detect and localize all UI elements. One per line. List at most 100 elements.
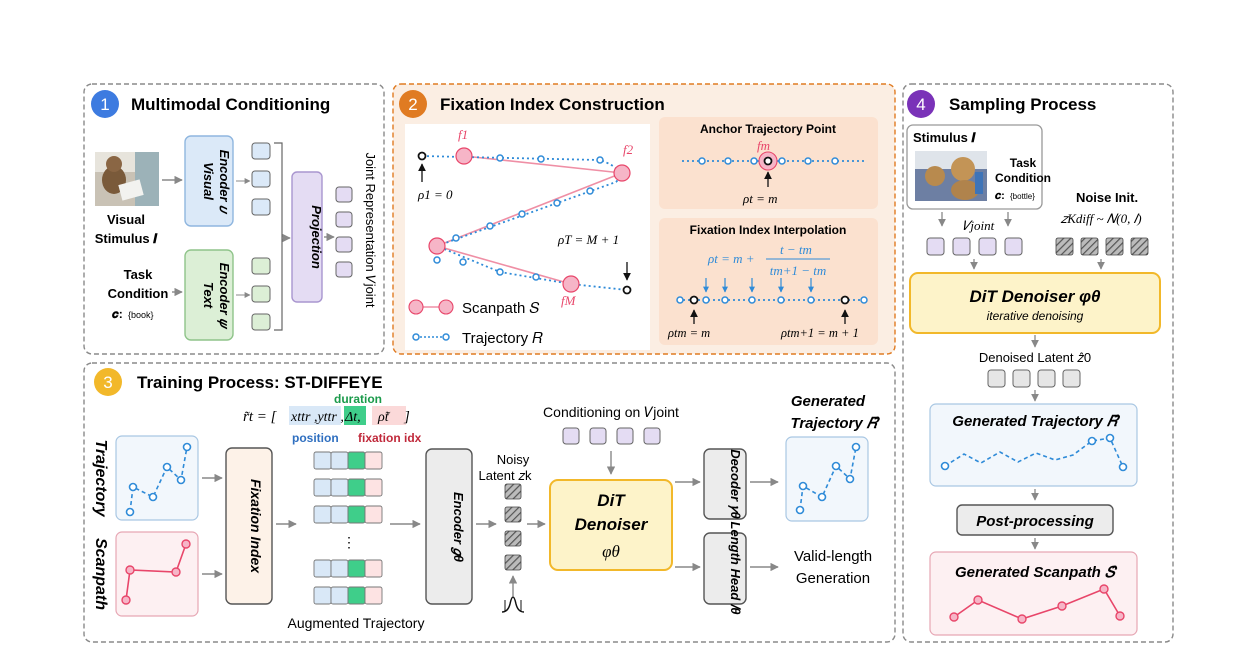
scanpath-thumbnail [115,531,199,617]
projection-label: Projection [309,205,324,269]
legend-scanpath-label: Scanpath 𝑆 [462,300,540,317]
noise-init-label: Noise Init. [1076,190,1138,205]
badge-1-number: 1 [100,95,109,114]
joint-token-squares [335,186,353,278]
panel1-title: Multimodal Conditioning [131,95,330,114]
conditioning-label: Conditioning on 𝑉joint [543,404,679,420]
stimulus-image [915,151,987,201]
interp-formula-left: ρt = m + [707,251,755,266]
valid-length-label-1: Valid-length [794,548,872,565]
fixation-idx-label: fixation idx [358,431,422,445]
stimulus-task-l1: Task [1010,156,1037,170]
fixation-index-label: Fixation Index [248,479,264,574]
scanpath-side-label: Scanpath [92,538,109,610]
visual-encoder-box [184,135,234,227]
dit-label-1: DiT [597,491,626,510]
noisy-label-1: Noisy [497,452,530,467]
anchor-title: Anchor Trajectory Point [700,122,836,136]
projection-box [291,171,323,303]
anchor-fm-label: fm [757,138,770,153]
legend-scanpath: Scanpath 𝑆 [408,299,540,317]
fm-label: fM [561,293,577,308]
generated-trajectory-thumbnail [785,436,869,522]
badge-2-number: 2 [408,95,417,114]
text-encoder-label-2: Encoder 𝜓 [217,263,232,331]
badge-3-number: 3 [103,373,112,392]
interp-title: Fixation Index Interpolation [690,223,847,237]
task-condition-c: 𝒄: [112,307,123,321]
noisy-latent-squares [504,483,522,571]
valid-length-label-2: Generation [796,570,870,587]
task-condition-label-2: Condition [108,286,169,301]
generated-label-2: Trajectory 𝑅̂ [790,415,880,432]
trajectory-points [433,154,604,281]
formula-dt: Δt, [344,410,361,425]
decoder-box [703,448,747,520]
generated-label-1: Generated [791,393,866,410]
panel-multimodal-conditioning: 1 Multimodal Conditioning Visual Stimulu… [83,83,385,355]
stimulus-task-c: 𝒄: [995,190,1005,202]
post-processing-box [956,504,1114,536]
rhoT-label: ρT = M + 1 [557,232,619,247]
interp-rho-m1: ρtm+1 = m + 1 [780,326,859,340]
sampling-dit-subtitle: iterative denoising [987,309,1084,323]
scanpath-line [434,155,623,285]
visual-stimulus-image [95,152,159,206]
dit-denoiser-box [549,479,673,571]
stimulus-label: Stimulus 𝑰 [913,130,977,145]
length-head-box [703,532,747,605]
dit-label-2: Denoiser [575,515,649,534]
panel2-title: Fixation Index Construction [440,95,665,114]
encoder-label: Encoder 𝑔θ [450,492,466,562]
f1-label: f1 [458,127,468,142]
stimulus-task-value: {bottle} [1010,192,1035,201]
text-encoder-box [184,249,234,341]
text-token-squares [236,257,271,331]
interp-numerator: t − tm [780,242,812,257]
visual-stimulus-label-2: Stimulus 𝑰 [95,231,159,246]
badge-4-number: 4 [916,95,925,114]
f2-label: f2 [623,142,634,157]
interp-denominator: tm+1 − tm [770,263,827,278]
augmented-trajectory-label: Augmented Trajectory [288,615,425,631]
fixation-index-box [225,447,273,605]
noise-latent-squares [1055,237,1149,256]
post-processing-label: Post-processing [976,513,1094,530]
stimulus-task-l2: Condition [995,171,1051,185]
denoised-latent-squares [987,369,1081,388]
sampling-dit-title: DiT Denoiser φθ [969,287,1101,306]
position-label: position [292,431,339,445]
formula-left: r̃t = [ [243,409,278,425]
rho1-label: ρ1 = 0 [417,187,453,202]
fixation-circles [428,147,631,293]
task-condition-value: {book} [128,310,154,320]
sampling-generated-trajectory-box [929,403,1138,487]
vjoint-label: 𝑉joint [962,218,995,233]
dit-label-3: φθ [602,542,620,561]
fixation-index-interpolation-box [659,218,878,345]
panel4-title: Sampling Process [949,95,1096,114]
sampling-generated-trajectory-label: Generated Trajectory 𝑅̂ [952,413,1121,430]
badge-3 [94,368,122,396]
panel-sampling-process: 4 Sampling Process Stimulus 𝑰 Task Condi… [902,83,1174,643]
visual-encoder-label-1: Visual [201,162,216,200]
trajectory-thumbnail [115,435,199,521]
task-condition-label-1: Task [124,267,153,282]
noise-formula: 𝑧Kdiff ~ 𝑁(0, 𝐼) [1060,211,1141,226]
badge-1 [91,90,119,118]
conditioning-squares [562,427,661,445]
formula-xy: xttr ,yttr , [290,410,344,425]
decoder-label: Decoder 𝛾θ [728,449,743,519]
grid-ellipsis: ⋮ [342,534,356,550]
interp-rho-m: ρtm = m [667,326,710,340]
generated-scanpath-label: Generated Scanpath 𝑆̂ [955,564,1118,581]
duration-label: duration [334,392,382,406]
trajectory-side-label: Trajectory [92,439,109,517]
length-head-label: Length Head 𝑙θ [728,522,743,615]
joint-representation-label: Joint Representation 𝑉joint [363,152,378,307]
badge-2 [399,90,427,118]
encoder-box [425,448,473,605]
visual-stimulus-label-1: Visual [107,212,145,227]
panel3-title: Training Process: ST-DIFFEYE [137,373,383,392]
